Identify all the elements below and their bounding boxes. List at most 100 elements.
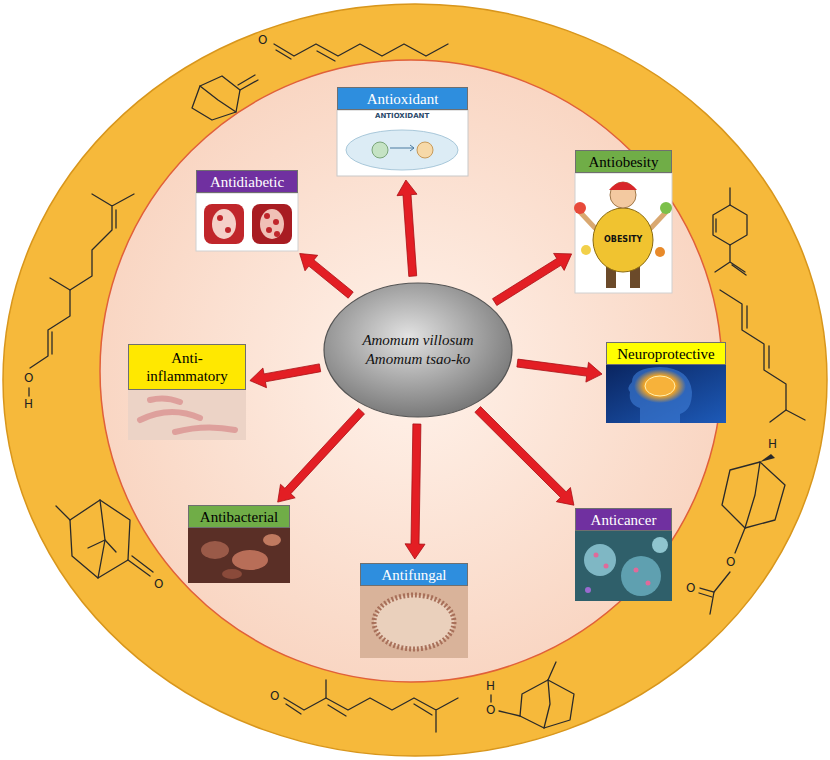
antioxidant-picture [346,130,458,170]
activity-panel: Anticancer [575,508,672,601]
atom-label: O [486,704,495,716]
chemical-structure [520,680,574,728]
activity-header: Neuroprotective [606,342,726,365]
antidiabetic-picture [274,231,280,237]
activity-header: Antioxidant [337,87,468,110]
chemical-structure [722,462,785,528]
ellipse-shape [323,282,513,418]
chemical-structure [745,462,760,528]
chemical-structure [768,346,769,368]
chemical-structure [98,500,105,578]
neuroprotective-picture [606,365,726,423]
chemical-structure [70,500,130,578]
anticancer-picture [584,544,616,576]
antibacterial-picture [201,541,229,559]
antibacterial-picture [222,569,242,579]
antibacterial-picture [188,528,290,583]
chemical-structure [51,332,52,354]
anticancer-picture [621,556,661,596]
antidiabetic-picture [260,209,284,239]
antibacterial-picture [263,534,281,546]
neuroprotective-picture [645,376,675,396]
chemical-structure [499,711,520,716]
picture-area [196,193,298,251]
antiobesity-picture [574,173,672,293]
chemical-structure [713,205,747,245]
anticancer-picture [652,537,668,553]
chemical-structure [56,506,70,520]
block-arrow [250,364,321,388]
activity-header: Antidiabetic [196,170,298,193]
chemical-structure [548,662,556,680]
block-arrow [517,359,602,382]
atom-label: O [270,690,279,702]
antidiabetic-picture [204,204,244,244]
chemical-structure [29,44,805,732]
antidiabetic-picture [217,215,223,221]
activity-panel: Neuroprotective [606,342,726,423]
chemical-structure [544,680,550,728]
activity-panel: Antioxidant [337,87,468,176]
anticancer-picture [575,531,672,601]
chemical-structure [715,245,746,275]
chemical-structure [710,572,730,614]
chemical-structure [286,704,301,714]
activity-header: Anticancer [575,508,672,531]
atom-label: H [24,398,33,410]
antifungal-picture [360,586,468,658]
antiobesity-picture [574,202,586,214]
block-arrow [493,253,572,305]
chemical-structure [88,540,116,552]
activity-panel: Antiobesity [575,150,672,293]
neuroprotective-picture [606,365,726,423]
anti-inflammatory-picture [128,390,246,440]
chemical-structure [746,306,747,328]
block-arrow [397,180,417,276]
anticancer-picture [634,568,639,573]
activity-name: Antioxidant [367,90,439,108]
atom-label: O [726,556,735,568]
chemical-structure [274,44,448,56]
antibacterial-picture [232,550,268,570]
activity-header: Antifungal [360,563,468,586]
activity-name: Anti- inflammatory [134,349,240,385]
antidiabetic-picture [266,227,272,233]
chemical-structure [699,588,714,597]
chemical-structure [238,75,258,90]
activity-header: Anti- inflammatory [128,344,246,390]
picture-caption: ANTIOXIDANT [375,113,429,120]
antioxidant-picture [390,145,414,151]
chemical-structure [200,86,236,112]
atom-label: O [686,582,695,594]
picture-caption: OBESITY [604,236,642,244]
picture-area [360,586,468,658]
ring [3,4,827,756]
chemical-structure [735,528,745,553]
activity-panel: Antifungal [360,563,468,658]
antiobesity-picture [575,173,672,293]
neuroprotective-picture [628,367,692,423]
anti-inflammatory-picture [140,398,235,432]
stereo-wedge [760,454,775,462]
antifungal-picture [374,595,454,649]
picture-area [188,528,290,583]
antioxidant-picture [337,110,468,176]
anticancer-picture [594,553,599,558]
species-text-group: Amomum villosumAmomum tsao-ko [323,282,513,418]
chemical-structure [770,410,786,422]
antiobesity-picture [655,247,665,257]
block-arrow [475,407,574,506]
picture-area [575,531,672,601]
antiobesity-picture [610,182,636,208]
chemical-structure [284,698,458,732]
activity-panel: Antidiabetic [196,170,298,251]
atom-label: H [768,438,777,450]
antibacterial-picture [188,528,290,583]
chemical-structure [715,219,716,232]
antiobesity-picture [660,202,672,214]
activity-panel: Anti- inflammatory [128,344,246,440]
activity-header: Antibacterial [188,505,290,528]
species-name: Amomum tsao-ko [366,350,471,369]
chemical-structure [328,705,346,716]
